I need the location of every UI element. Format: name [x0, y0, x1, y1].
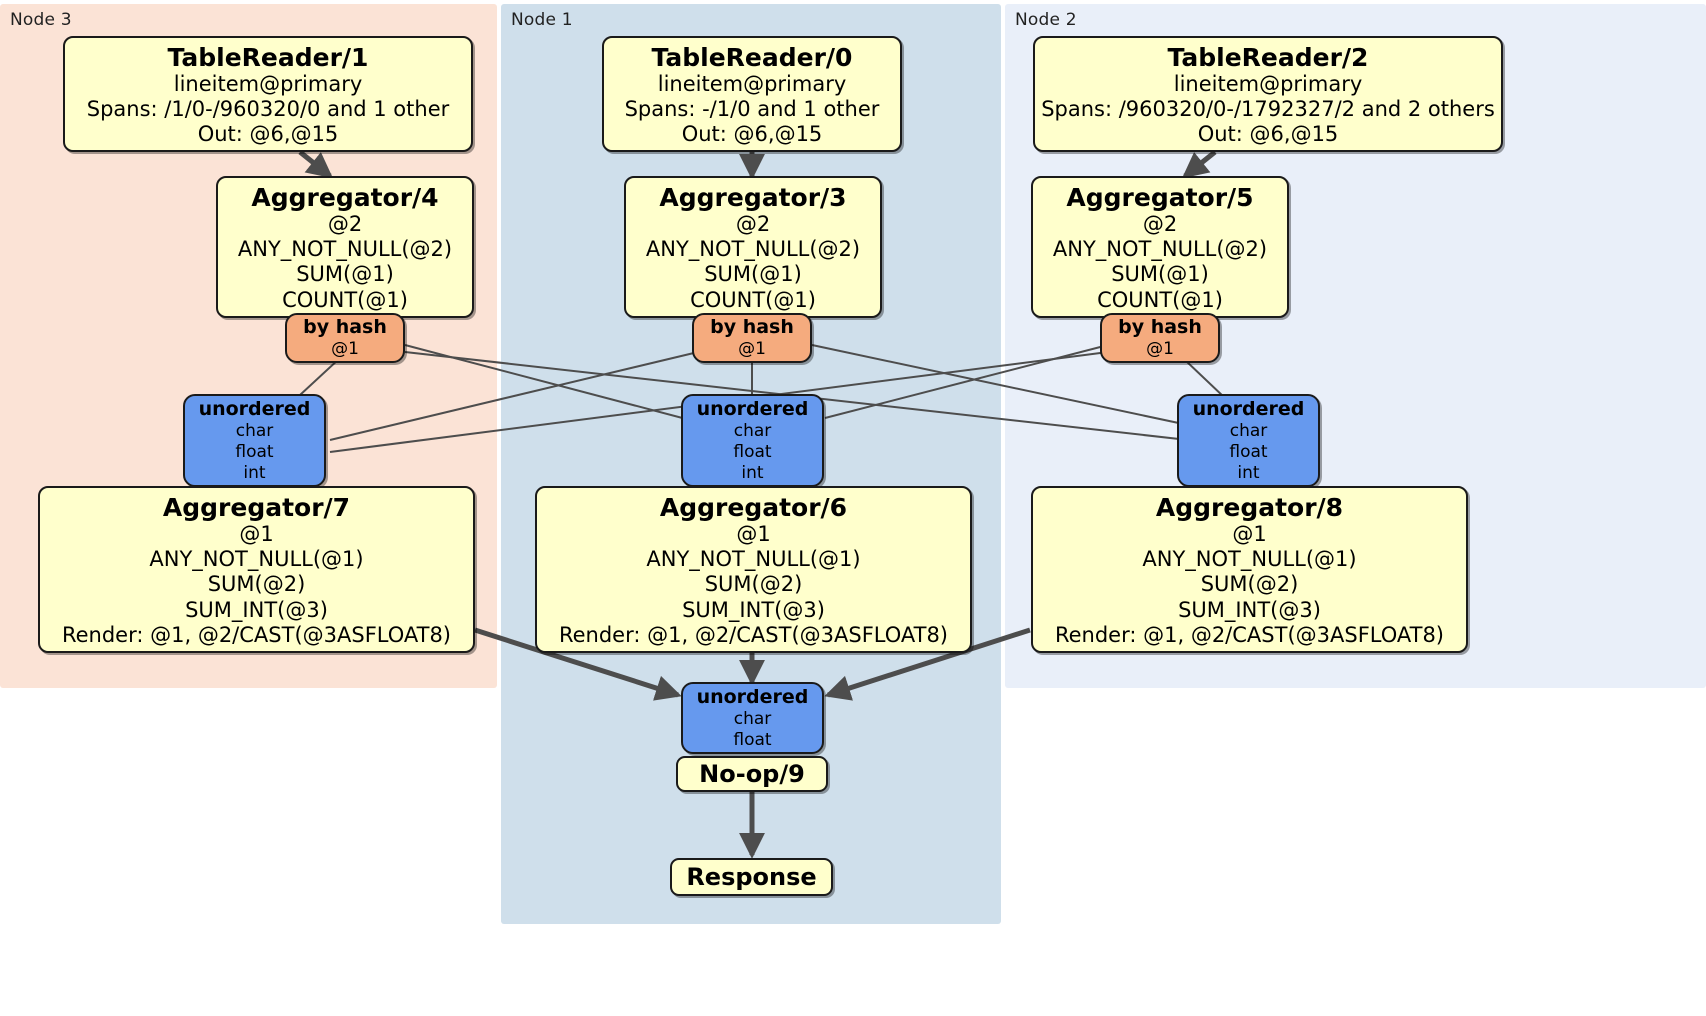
synchronizer-type-line: float: [1229, 441, 1268, 462]
processor-detail-line: @2: [735, 212, 771, 236]
router-detail-line: @1: [331, 339, 359, 360]
processor-detail-line: Out: @6,@15: [197, 122, 339, 147]
synchronizer-type-line: char: [733, 420, 772, 441]
processor-detail-line: SUM(@2): [1200, 572, 1299, 597]
processor-render-line: Render: @1, @2/CAST(@3ASFLOAT8): [558, 622, 949, 647]
processor-detail-line: @1: [1232, 522, 1267, 546]
synchronizer-unordered-node3[interactable]: unordered char float int: [183, 394, 326, 487]
processor-detail-line: ANY_NOT_NULL(@1): [1142, 547, 1357, 572]
processor-title: Response: [686, 862, 817, 891]
node-panel-label-node3: Node 3: [10, 10, 72, 30]
processor-detail-line: Spans: /960320/0-/1792327/2 and 2 others: [1041, 97, 1495, 122]
processor-aggregator-4[interactable]: Aggregator/4 @2 ANY_NOT_NULL(@2) SUM(@1)…: [216, 176, 474, 318]
processor-detail-line: SUM(@1): [704, 262, 802, 287]
synchronizer-type-line: char: [733, 708, 772, 729]
router-title: by hash: [710, 316, 794, 339]
processor-detail-line: Out: @6,@15: [1197, 122, 1339, 147]
processor-detail-line: @1: [239, 522, 274, 546]
processor-render-line: Render: @1, @2/CAST(@3ASFLOAT8): [61, 622, 452, 647]
processor-detail-line: @1: [736, 522, 771, 546]
processor-aggregator-5[interactable]: Aggregator/5 @2 ANY_NOT_NULL(@2) SUM(@1)…: [1031, 176, 1289, 318]
processor-title: Aggregator/5: [1066, 183, 1254, 212]
processor-title: TableReader/0: [651, 43, 853, 72]
processor-title: Aggregator/7: [162, 493, 351, 522]
processor-detail-line: lineitem@primary: [1173, 72, 1363, 96]
processor-detail-line: SUM(@1): [296, 262, 394, 287]
synchronizer-title: unordered: [198, 397, 311, 420]
router-detail-line: @1: [738, 339, 766, 360]
processor-detail-line: @2: [327, 212, 363, 236]
router-title: by hash: [303, 316, 387, 339]
router-detail-line: @1: [1146, 339, 1174, 360]
processor-detail-line: SUM_INT(@3): [682, 597, 825, 622]
processor-aggregator-6[interactable]: Aggregator/6 @1 ANY_NOT_NULL(@1) SUM(@2)…: [535, 486, 972, 653]
synchronizer-title: unordered: [696, 397, 809, 420]
node-panel-label-node1: Node 1: [511, 10, 573, 30]
processor-detail-line: lineitem@primary: [657, 72, 847, 96]
processor-title: TableReader/2: [1167, 43, 1369, 72]
router-by-hash-node1[interactable]: by hash @1: [692, 313, 812, 363]
synchronizer-type-line: int: [243, 463, 266, 484]
synchronizer-type-line: int: [741, 463, 764, 484]
processor-detail-line: SUM_INT(@3): [185, 597, 328, 622]
processor-title: Aggregator/3: [659, 183, 847, 212]
processor-aggregator-3[interactable]: Aggregator/3 @2 ANY_NOT_NULL(@2) SUM(@1)…: [624, 176, 882, 318]
processor-detail-line: SUM(@2): [207, 572, 306, 597]
processor-detail-line: COUNT(@1): [690, 287, 816, 312]
processor-detail-line: SUM(@2): [704, 572, 803, 597]
synchronizer-title: unordered: [696, 685, 809, 708]
synchronizer-type-line: float: [733, 441, 772, 462]
processor-detail-line: ANY_NOT_NULL(@1): [149, 547, 364, 572]
processor-detail-line: COUNT(@1): [282, 287, 408, 312]
processor-detail-line: Spans: -/1/0 and 1 other: [624, 97, 880, 122]
processor-aggregator-7[interactable]: Aggregator/7 @1 ANY_NOT_NULL(@1) SUM(@2)…: [38, 486, 475, 653]
processor-detail-line: ANY_NOT_NULL(@2): [1052, 237, 1268, 262]
synchronizer-unordered-node2[interactable]: unordered char float int: [1177, 394, 1320, 487]
synchronizer-type-line: int: [1237, 463, 1260, 484]
node-panel-label-node2: Node 2: [1015, 10, 1077, 30]
processor-aggregator-8[interactable]: Aggregator/8 @1 ANY_NOT_NULL(@1) SUM(@2)…: [1031, 486, 1468, 653]
processor-detail-line: ANY_NOT_NULL(@2): [237, 237, 453, 262]
processor-detail-line: lineitem@primary: [173, 72, 363, 96]
synchronizer-title: unordered: [1192, 397, 1305, 420]
processor-title: Aggregator/4: [251, 183, 439, 212]
processor-no-op-9[interactable]: No-op/9: [676, 756, 828, 792]
synchronizer-type-line: char: [1229, 420, 1268, 441]
processor-table-reader-0[interactable]: TableReader/0 lineitem@primary Spans: -/…: [602, 36, 902, 152]
router-by-hash-node2[interactable]: by hash @1: [1100, 313, 1220, 363]
synchronizer-type-line: char: [235, 420, 274, 441]
processor-detail-line: Spans: /1/0-/960320/0 and 1 other: [86, 97, 450, 122]
processor-detail-line: ANY_NOT_NULL(@1): [646, 547, 861, 572]
processor-detail-line: Out: @6,@15: [681, 122, 823, 147]
processor-title: Aggregator/6: [659, 493, 848, 522]
processor-render-line: Render: @1, @2/CAST(@3ASFLOAT8): [1054, 622, 1445, 647]
processor-title: Aggregator/8: [1155, 493, 1344, 522]
processor-title: TableReader/1: [167, 43, 369, 72]
router-by-hash-node3[interactable]: by hash @1: [285, 313, 405, 363]
synchronizer-unordered-node1[interactable]: unordered char float int: [681, 394, 824, 487]
processor-table-reader-2[interactable]: TableReader/2 lineitem@primary Spans: /9…: [1033, 36, 1503, 152]
processor-detail-line: @2: [1142, 212, 1178, 236]
processor-detail-line: COUNT(@1): [1097, 287, 1223, 312]
processor-detail-line: SUM_INT(@3): [1178, 597, 1321, 622]
router-title: by hash: [1118, 316, 1202, 339]
synchronizer-unordered-final[interactable]: unordered char float: [681, 682, 824, 754]
synchronizer-type-line: float: [235, 441, 274, 462]
processor-response[interactable]: Response: [670, 858, 833, 896]
synchronizer-type-line: float: [733, 729, 772, 750]
processor-detail-line: ANY_NOT_NULL(@2): [645, 237, 861, 262]
processor-title: No-op/9: [699, 759, 805, 788]
processor-detail-line: SUM(@1): [1111, 262, 1209, 287]
processor-table-reader-1[interactable]: TableReader/1 lineitem@primary Spans: /1…: [63, 36, 473, 152]
